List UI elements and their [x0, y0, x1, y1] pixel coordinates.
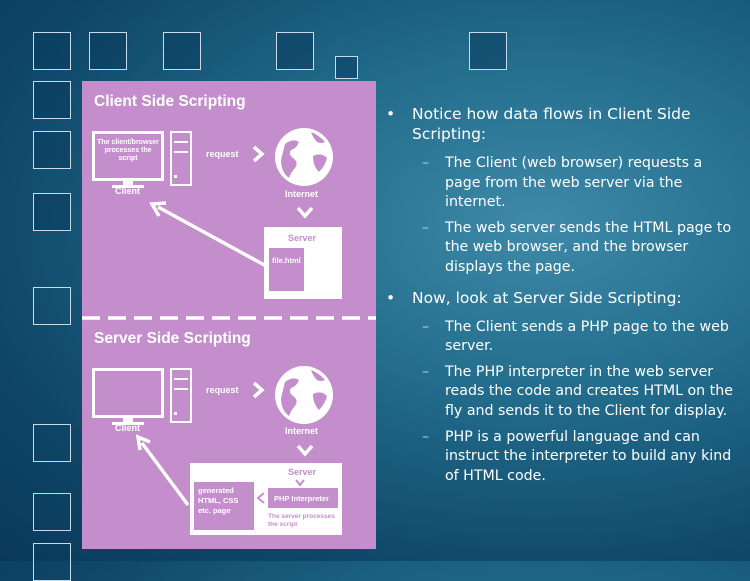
chevron-down-icon — [295, 479, 305, 487]
tower-slot — [174, 151, 188, 153]
decor-square — [33, 81, 71, 119]
generated-page-label: generated HTML, CSS etc. page — [198, 486, 239, 515]
dash-icon: – — [422, 428, 430, 445]
php-interpreter-box — [268, 488, 338, 508]
bullet-icon: • — [386, 288, 396, 307]
server-label: Server — [288, 467, 317, 477]
sub-bullet: –The Client sends a PHP page to the web … — [422, 318, 729, 355]
chevron-down-icon — [296, 206, 314, 219]
chevron-right-icon — [252, 381, 265, 399]
decor-square — [33, 287, 71, 325]
slide-bullets: •Notice how data flows in Client Side Sc… — [384, 104, 734, 492]
decor-square — [33, 131, 71, 169]
scripting-diagram: Client Side Scripting The client/browser… — [82, 81, 376, 549]
tower-slot — [174, 388, 188, 390]
client-label: Client — [115, 186, 141, 196]
decor-square — [33, 543, 71, 581]
globe-icon — [275, 128, 333, 186]
monitor-stand — [123, 418, 133, 423]
decor-square — [276, 32, 314, 70]
sub-bullet: –The web server sends the HTML page to t… — [422, 219, 732, 275]
globe-icon — [275, 366, 333, 424]
server-side-title: Server Side Scripting — [94, 330, 251, 347]
chevron-right-icon — [252, 145, 265, 163]
dash-icon: – — [422, 155, 430, 171]
tower-led — [174, 412, 177, 415]
bullet-server-side: •Now, look at Server Side Scripting: — [386, 288, 682, 307]
decor-square — [33, 32, 71, 70]
client-side-title: Client Side Scripting — [94, 93, 246, 110]
bullet-client-side: •Notice how data flows in Client Side Sc… — [386, 105, 691, 143]
dash-icon: – — [422, 219, 430, 236]
tower-slot — [174, 378, 188, 380]
tower-icon — [170, 368, 192, 423]
decor-square — [163, 32, 201, 70]
monitor-stand — [123, 181, 133, 186]
server-processes-label: The server processes the script — [268, 513, 335, 528]
decor-square — [89, 32, 127, 70]
generated-page-box — [194, 482, 254, 530]
tower-led — [174, 175, 177, 178]
response-arrow — [149, 201, 269, 269]
decor-square — [33, 493, 71, 531]
monitor-base — [112, 422, 144, 425]
decor-square — [469, 32, 507, 70]
internet-label: Internet — [285, 426, 319, 436]
decor-square — [335, 56, 358, 79]
monitor-base — [112, 185, 144, 188]
php-interpreter-label: PHP Interpreter — [274, 494, 329, 503]
dash-icon: – — [422, 318, 430, 335]
sub-bullet: –PHP is a powerful language and can inst… — [422, 428, 732, 484]
chevron-left-icon — [256, 492, 265, 504]
decor-square — [33, 193, 71, 231]
sub-bullet: –The PHP interpreter in the web server r… — [422, 363, 733, 419]
section-divider — [82, 316, 376, 320]
request-label: request — [206, 149, 239, 159]
sub-bullet: –The Client (web browser) requests a pag… — [422, 155, 703, 211]
server-label: Server — [288, 233, 317, 243]
decor-square — [33, 424, 71, 462]
tower-icon — [170, 131, 192, 186]
internet-label: Internet — [285, 189, 319, 199]
monitor-icon — [92, 368, 164, 418]
dash-icon: – — [422, 363, 430, 380]
client-label: Client — [115, 423, 141, 433]
file-box — [269, 248, 304, 291]
monitor-icon — [92, 131, 164, 181]
tower-slot — [174, 141, 188, 143]
chevron-down-icon — [296, 444, 314, 457]
bullet-icon: • — [386, 105, 396, 123]
file-label: file.html — [272, 256, 301, 265]
response-arrow — [135, 434, 190, 507]
request-label: request — [206, 385, 239, 395]
monitor-text: The client/browser processes the script — [97, 139, 159, 162]
